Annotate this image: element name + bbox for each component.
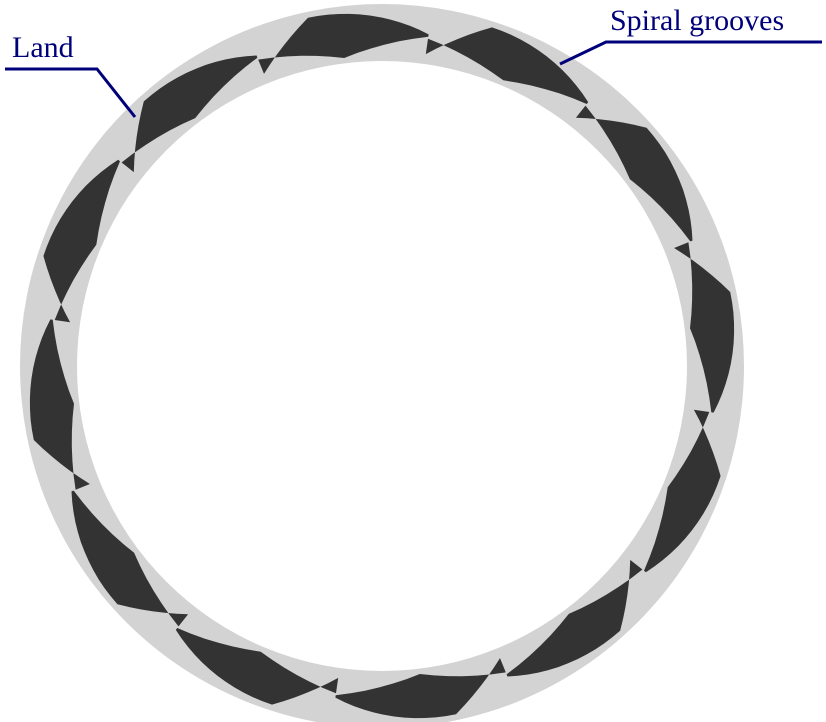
spiral-grooves-label: Spiral grooves xyxy=(610,4,784,37)
spiral-grooves-callout-line xyxy=(559,40,822,66)
spiral-groove xyxy=(29,319,90,490)
spiral-groove xyxy=(644,409,721,573)
spiral-groove xyxy=(506,559,643,677)
land-label: Land xyxy=(12,31,74,64)
spiral-grooves xyxy=(29,13,735,719)
spiral-groove xyxy=(175,628,339,705)
spiral-groove xyxy=(425,27,589,104)
land-callout-line xyxy=(5,67,137,118)
spiral-groove xyxy=(575,105,693,242)
spiral-groove xyxy=(258,13,429,74)
spiral-groove xyxy=(43,159,120,323)
land-ring xyxy=(20,4,744,722)
spiral-groove xyxy=(121,55,258,173)
spiral-groove xyxy=(71,490,189,627)
spiral-groove xyxy=(674,242,735,413)
spiral-groove xyxy=(335,658,506,719)
